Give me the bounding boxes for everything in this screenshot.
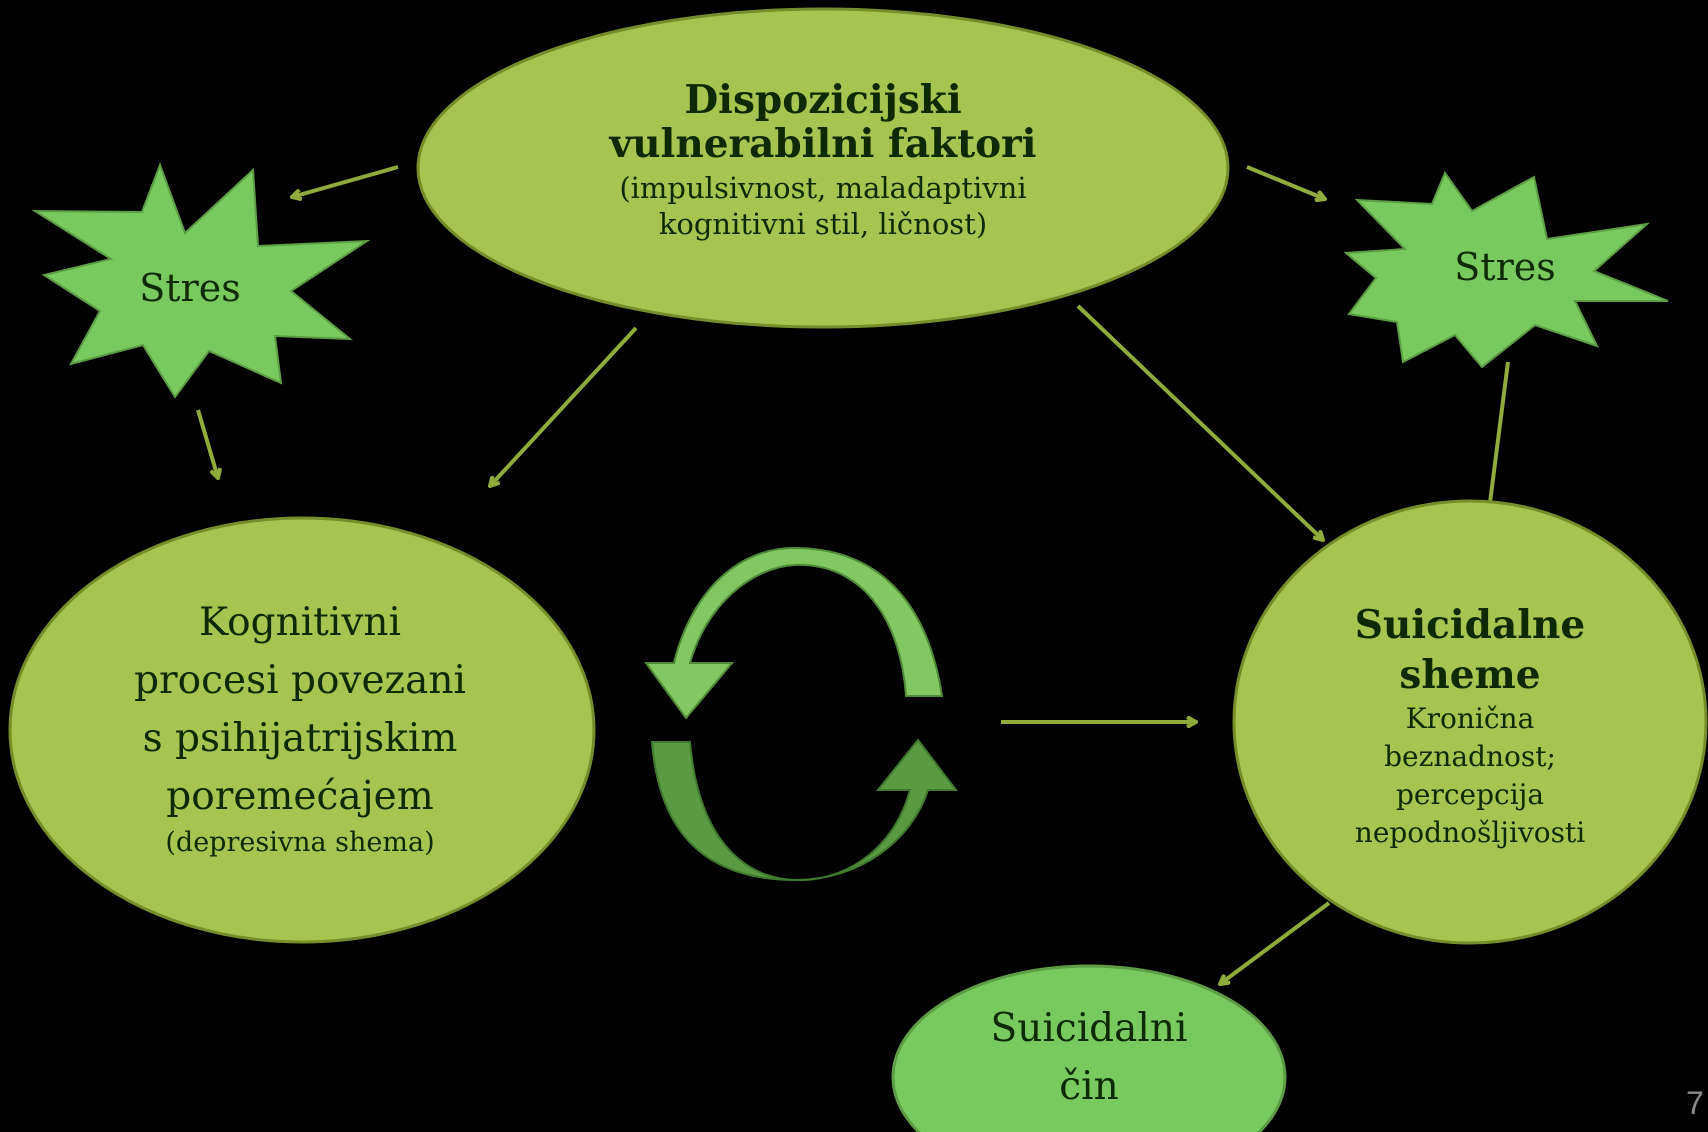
- arrow-dispositional-to-suicidal-schemas: [1076, 304, 1323, 540]
- arrow-suicidal-schemas-to-act: [1220, 901, 1331, 984]
- suicidal-schemas-ellipse: [1232, 499, 1708, 945]
- arrow-stress-left-to-cognitive: [196, 409, 218, 478]
- suicidal-act-line1: Suicidalni: [990, 1006, 1188, 1051]
- cognitive-processes-ellipse: [8, 516, 596, 944]
- arrow-dispositional-to-stress-left: [292, 165, 399, 197]
- suicidal-schemas-title-line2: sheme: [1399, 652, 1541, 698]
- suicidal-schemas-label: Suicidalne sheme Kronična beznadnost; pe…: [1270, 600, 1670, 852]
- stress-left-label: Stres: [139, 266, 241, 310]
- cognitive-line2: procesi povezani: [134, 658, 466, 703]
- arrow-stress-right-to-suicidal-schemas: [1487, 361, 1510, 526]
- cognitive-detail: (depresivna shema): [165, 827, 435, 858]
- suicidal-act-label: Suicidalni čin: [939, 1000, 1239, 1116]
- suicidal-act-line2: čin: [1059, 1064, 1119, 1109]
- dispositional-detail-line1: (impulsivnost, maladaptivni: [619, 171, 1027, 205]
- suicidal-schemas-detail-line1: Kronična: [1405, 702, 1535, 735]
- dispositional-title-line1: Dispozicijski: [684, 77, 962, 123]
- cognitive-line1: Kognitivni: [199, 600, 401, 645]
- suicidal-schemas-title-line1: Suicidalne: [1354, 602, 1586, 648]
- cycle-arrow-bottom: [650, 738, 959, 882]
- stress-right-star: [1343, 170, 1669, 369]
- suicidal-schemas-detail-line2: beznadnost;: [1384, 740, 1556, 773]
- dispositional-factors-ellipse: [416, 7, 1230, 329]
- stress-right-label: Stres: [1454, 245, 1556, 289]
- cognitive-line3: s psihijatrijskim: [142, 716, 458, 761]
- slide-number: 7: [1686, 1085, 1704, 1121]
- dispositional-factors-label: Dispozicijski vulnerabilni faktori (impu…: [523, 78, 1123, 242]
- cognitive-line4: poremećajem: [166, 774, 434, 819]
- dispositional-detail-line2: kognitivni stil, ličnost): [658, 207, 988, 241]
- cognitive-processes-label: Kognitivni procesi povezani s psihijatri…: [90, 594, 510, 860]
- suicidal-schemas-detail-line3: percepcija: [1395, 778, 1545, 811]
- arrow-dispositional-to-cognitive: [490, 326, 638, 486]
- suicidal-act-ellipse: [891, 964, 1287, 1132]
- dispositional-title-line2: vulnerabilni faktori: [609, 121, 1037, 167]
- arrow-dispositional-to-stress-right: [1246, 165, 1325, 199]
- suicidal-schemas-detail-line4: nepodnošljivosti: [1354, 816, 1586, 849]
- cycle-arrow-top: [644, 546, 944, 720]
- stress-left-star: [31, 162, 371, 399]
